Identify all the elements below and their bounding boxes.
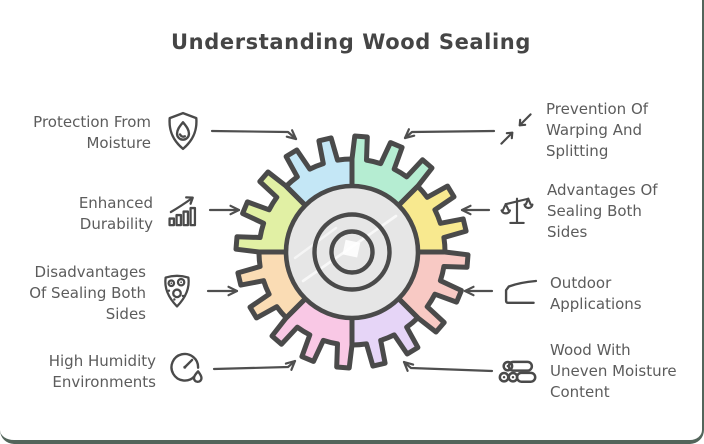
label-prevention-warping-splitting: Prevention Of Warping And Splitting xyxy=(496,99,656,162)
label-text: Wood With Uneven Moisture Content xyxy=(550,341,677,401)
label-text: Protection From Moisture xyxy=(33,113,151,152)
label-text: Advantages Of Sealing Both Sides xyxy=(547,181,658,241)
label-text: Prevention Of Warping And Splitting xyxy=(546,100,649,160)
compress-arrows-icon xyxy=(496,107,536,155)
dotted-badge-icon xyxy=(156,270,198,318)
humidity-gauge-icon xyxy=(166,347,210,397)
label-protection-from-moisture: Protection From Moisture xyxy=(19,107,205,159)
label-text: Enhanced Durability xyxy=(78,194,153,233)
label-outdoor-applications: Outdoor Applications xyxy=(496,270,652,318)
growth-chart-icon xyxy=(163,190,205,238)
label-text: High Humidity Environments xyxy=(48,352,156,391)
label-text: Outdoor Applications xyxy=(550,274,642,313)
label-advantages-sealing-both-sides: Advantages Of Sealing Both Sides xyxy=(497,180,659,243)
label-text: Disadvantages Of Sealing Both Sides xyxy=(29,263,146,323)
label-enhanced-durability: Enhanced Durability xyxy=(61,190,205,238)
label-disadvantages-sealing-both-sides: Disadvantages Of Sealing Both Sides xyxy=(24,262,198,325)
page-title: Understanding Wood Sealing xyxy=(171,30,531,54)
balance-scale-icon xyxy=(497,188,537,236)
house-icon xyxy=(496,270,540,318)
label-high-humidity-environments: High Humidity Environments xyxy=(42,347,210,397)
label-wood-uneven-moisture: Wood With Uneven Moisture Content xyxy=(494,340,680,403)
shield-droplet-icon xyxy=(161,107,205,159)
wood-logs-icon xyxy=(494,347,540,397)
